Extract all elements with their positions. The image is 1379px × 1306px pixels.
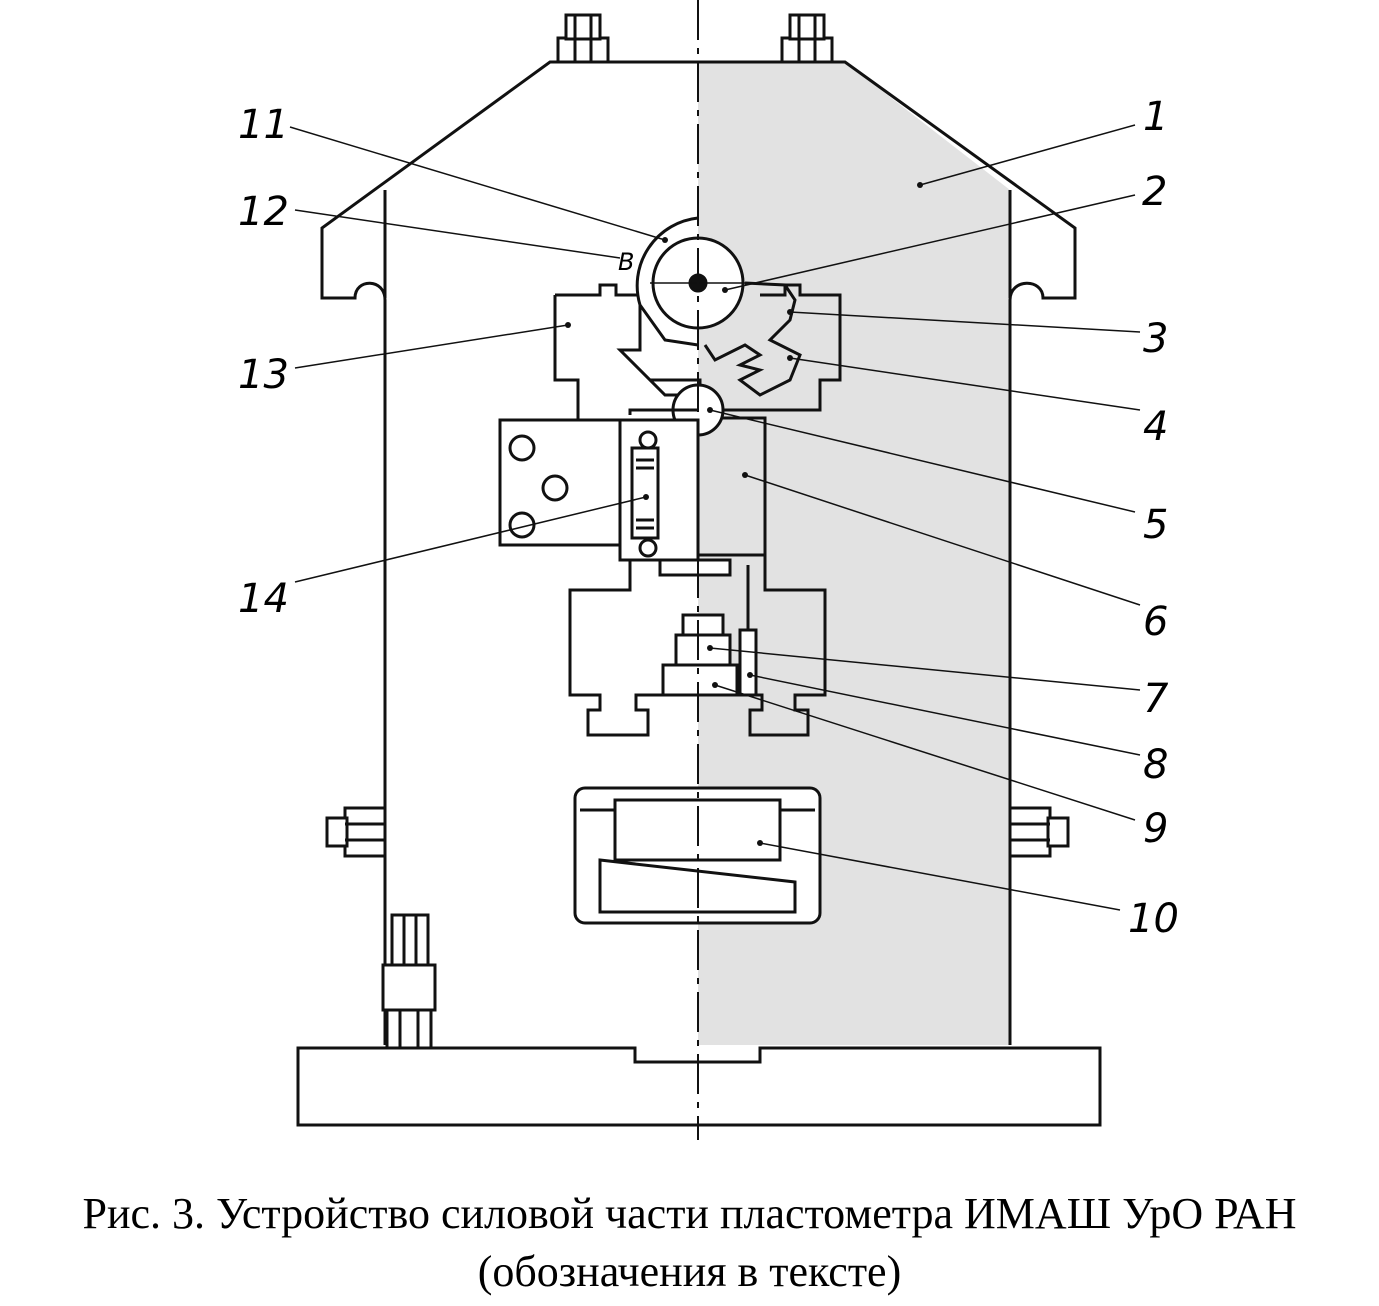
callout-7: 7 <box>1143 676 1169 722</box>
callout-6: 6 <box>1143 599 1168 645</box>
callout-3: 3 <box>1143 316 1168 362</box>
figure-caption: Рис. 3. Устройство силовой части пластом… <box>0 1185 1379 1301</box>
sensor-rod <box>738 628 758 697</box>
leader-dots <box>565 182 923 846</box>
callout-11: 11 <box>238 102 289 148</box>
spring <box>630 430 660 558</box>
specimen-anvil <box>661 663 739 697</box>
base-bolt <box>381 913 437 1050</box>
specimen-top <box>681 613 725 637</box>
punch-lower-right <box>698 555 827 737</box>
side-bolt-right <box>1008 806 1070 858</box>
punch-lower <box>568 548 698 737</box>
top-bolt-right <box>780 13 834 64</box>
caption-line-1: Рис. 3. Устройство силовой части пластом… <box>82 1189 1297 1238</box>
callout-5: 5 <box>1143 502 1168 548</box>
side-box-hole-3 <box>508 511 536 539</box>
callout-4: 4 <box>1143 404 1168 450</box>
leader-lines <box>289 124 1141 911</box>
callout-2: 2 <box>1142 169 1167 215</box>
callout-1: 1 <box>1143 94 1168 140</box>
side-box <box>498 418 622 547</box>
callout-10: 10 <box>1128 896 1179 942</box>
side-box-hole-2 <box>541 474 569 502</box>
callout-9: 9 <box>1143 806 1168 852</box>
press-drawing: 1 2 3 4 5 6 7 8 9 10 11 12 13 14 B <box>238 0 1179 1140</box>
callout-8: 8 <box>1143 742 1168 788</box>
callout-14: 14 <box>238 576 289 622</box>
specimen-middle <box>674 633 732 667</box>
cam-right <box>703 281 802 397</box>
caption-line-2: (обозначения в тексте) <box>477 1247 902 1296</box>
side-bolt-left <box>325 806 387 858</box>
press-drawing-svg: 1 2 3 4 5 6 7 8 9 10 11 12 13 14 B <box>238 0 1179 1140</box>
view-letter-b: B <box>618 248 634 276</box>
top-bolt-left <box>556 13 610 64</box>
callout-13: 13 <box>238 352 289 398</box>
callout-12: 12 <box>238 189 289 235</box>
side-box-hole-1 <box>508 434 536 462</box>
punch-neck <box>658 558 732 577</box>
